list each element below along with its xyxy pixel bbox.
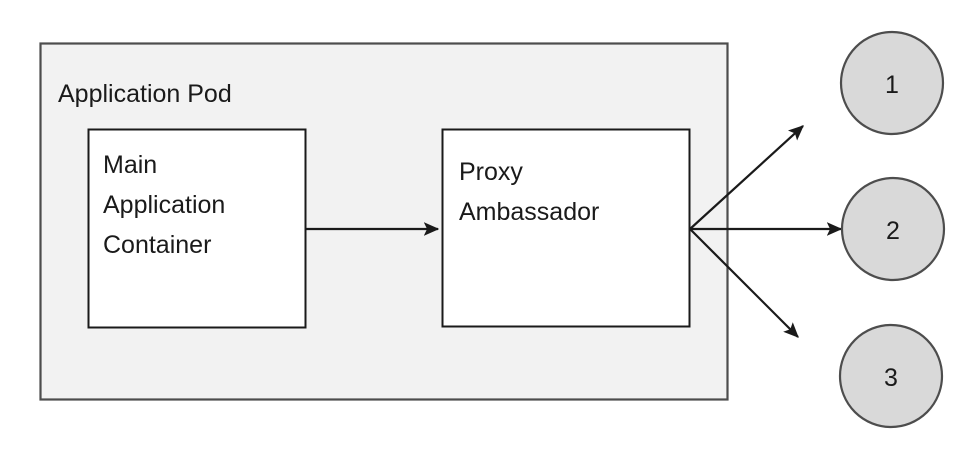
main-application-container-label-line3: Container	[103, 231, 211, 259]
application-pod-label: Application Pod	[58, 80, 232, 108]
endpoint-circle-2	[840, 176, 946, 282]
proxy-ambassador-label-line2: Ambassador	[459, 198, 599, 226]
endpoint-circle-2-label: 2	[886, 217, 900, 245]
endpoint-circle-3-label: 3	[884, 364, 898, 392]
proxy-ambassador-box	[441, 128, 691, 328]
main-application-container-label-line1: Main	[103, 151, 157, 179]
proxy-to-endpoint-3-arrow	[689, 228, 799, 338]
main-application-container-box	[87, 128, 307, 329]
endpoint-circle-1	[839, 30, 945, 136]
proxy-ambassador-label-line1: Proxy	[459, 158, 523, 186]
endpoint-circle-3	[838, 323, 944, 429]
main-application-container-label-line2: Application	[103, 191, 225, 219]
endpoint-circle-1-label: 1	[885, 71, 899, 99]
proxy-to-endpoint-1-arrow	[689, 125, 804, 230]
